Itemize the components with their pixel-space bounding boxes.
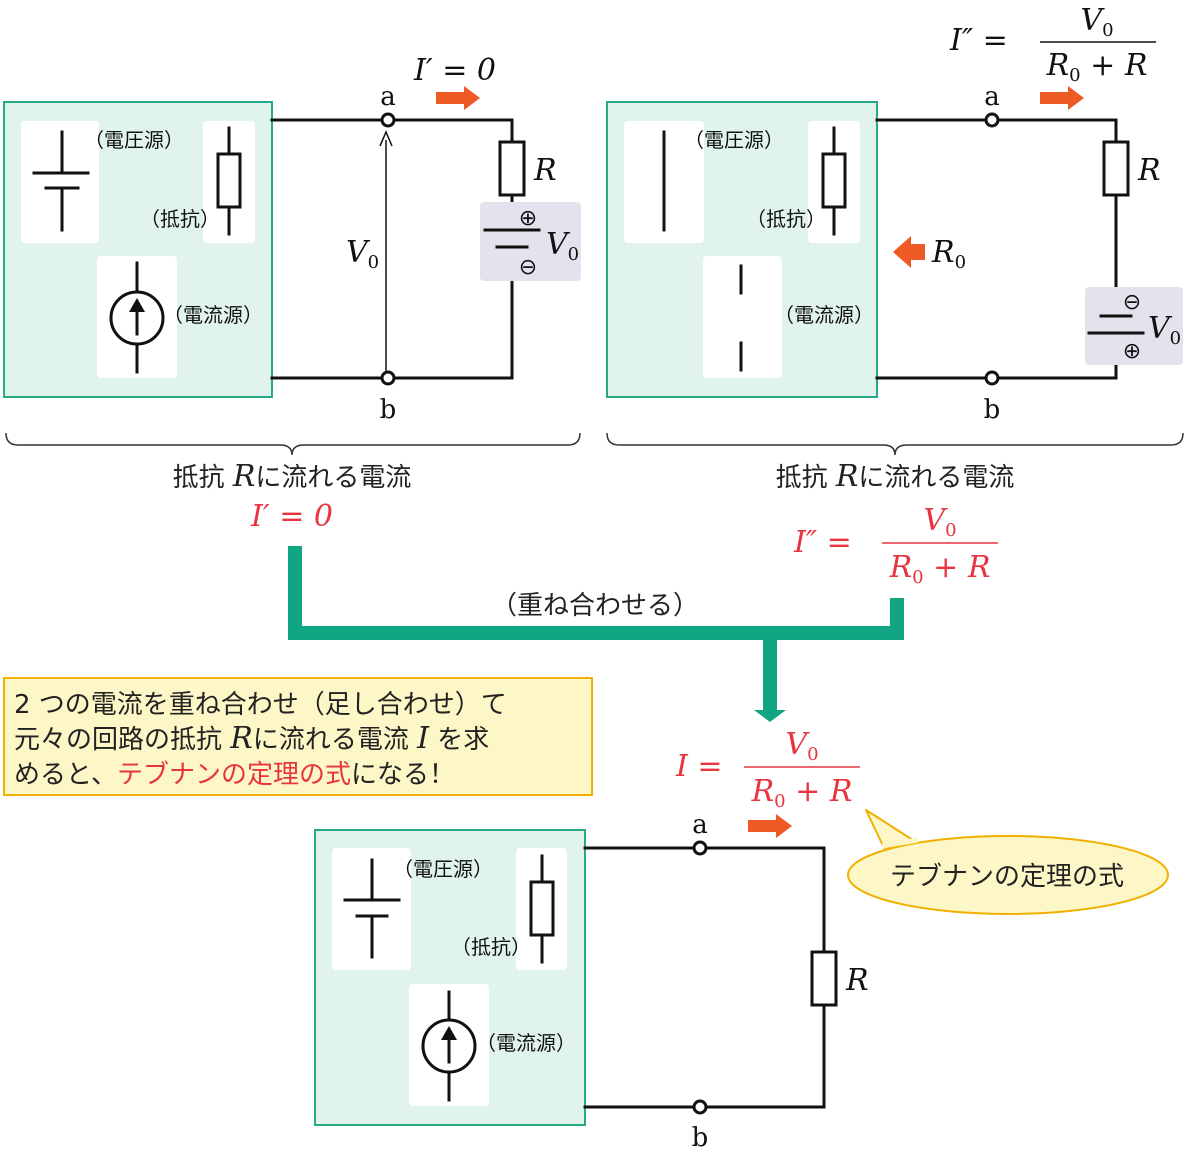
left-current-source-symbol: [109, 261, 165, 374]
right-resistor-label: （抵抗）: [746, 207, 826, 231]
right-current-arrow-icon: [1040, 86, 1084, 110]
final-eq-denominator: R0 + R: [751, 774, 853, 812]
left-current-source-label: （電流源）: [163, 303, 263, 327]
left-battery-minus: ⊖: [519, 255, 537, 280]
bottom-terminal-a-label: a: [692, 810, 708, 840]
right-top-equation: I″ = V0 R0 + R: [949, 3, 1156, 86]
right-battery-bg: [1085, 287, 1183, 365]
note-line3: めると、テブナンの定理の式になる！: [14, 760, 455, 790]
left-voltage-label: V0: [346, 235, 379, 273]
left-circuit: （電圧源） （抵抗） （電流源） a b: [3, 53, 581, 534]
right-terminal-a: [984, 112, 1000, 128]
bottom-load-resistor-label: R: [845, 963, 869, 998]
right-r0-label: R0: [931, 235, 966, 273]
right-caption: 抵抗 Rに流れる電流: [776, 459, 1015, 494]
right-battery-symbol: [1087, 314, 1145, 335]
left-battery-bg: [480, 202, 581, 281]
left-battery-label: V0: [546, 227, 579, 265]
left-resistor-symbol: [216, 126, 242, 236]
thevenin-bubble: テブナンの定理の式: [847, 809, 1169, 915]
merge-label: （重ね合わせる）: [491, 591, 699, 621]
right-voltage-source-label: （電圧源）: [684, 128, 784, 152]
right-brace: [606, 432, 1184, 456]
bottom-voltage-source-symbol: [343, 858, 401, 959]
right-current-source-label: （電流源）: [774, 303, 874, 327]
left-voltage-source-symbol: [32, 130, 90, 232]
final-eq-lhs: I =: [675, 749, 723, 784]
bottom-terminal-b-label: b: [692, 1123, 709, 1150]
left-wires: [270, 118, 514, 380]
bottom-resistor-symbol: [529, 854, 555, 964]
right-load-resistor: [1102, 140, 1130, 197]
right-result-lhs: I″ =: [793, 525, 852, 560]
bottom-terminal-a: [692, 840, 708, 856]
left-terminal-b-label: b: [380, 395, 397, 425]
bottom-load-resistor: [810, 950, 838, 1007]
bottom-voltage-source-label: （電圧源）: [393, 857, 493, 881]
right-circuit: （電圧源） （抵抗） （電流源） R0 a b: [606, 3, 1184, 588]
left-battery-symbol: [483, 228, 541, 249]
right-top-eq-lhs: I″ =: [949, 23, 1008, 58]
bottom-resistor-label: （抵抗）: [451, 935, 531, 959]
note-line1: 2 つの電流を重ね合わせ（足し合わせ）て: [14, 690, 507, 720]
left-voltage-source-panel: [21, 121, 99, 243]
bottom-terminal-b: [692, 1099, 708, 1115]
right-terminal-a-label: a: [984, 82, 1000, 112]
right-battery-plus: ⊕: [1123, 339, 1141, 364]
bottom-current-source-label: （電流源）: [476, 1031, 576, 1055]
left-result: I′ = 0: [250, 499, 333, 534]
bottom-current-source-symbol: [421, 990, 477, 1102]
right-wires: [875, 118, 1118, 380]
note-box: 2 つの電流を重ね合わせ（足し合わせ）て 元々の回路の抵抗 Rに流れる電流 I …: [3, 677, 593, 796]
right-battery-minus: ⊖: [1123, 290, 1141, 315]
left-resistor-label: （抵抗）: [140, 207, 220, 231]
final-equation: I = V0 R0 + R: [675, 727, 860, 812]
left-current-arrow-icon: [436, 86, 480, 110]
left-caption: 抵抗 Rに流れる電流: [173, 459, 412, 494]
bubble-text: テブナンの定理の式: [890, 862, 1124, 892]
left-brace: [5, 432, 581, 456]
left-current-label: I′ = 0: [413, 53, 496, 88]
left-voltage-source-label: （電圧源）: [84, 128, 184, 152]
right-resistor-symbol: [821, 126, 847, 236]
left-terminal-a-label: a: [380, 82, 396, 112]
right-result-equation: I″ = V0 R0 + R: [793, 503, 998, 588]
right-top-eq-numerator: V0: [1080, 3, 1113, 41]
left-terminal-a: [380, 112, 396, 128]
left-load-resistor-label: R: [533, 153, 557, 188]
merge-connector: [288, 546, 904, 722]
bottom-voltage-source-panel: [332, 848, 411, 970]
left-load-resistor: [498, 140, 526, 197]
right-current-source-panel: [703, 256, 782, 378]
bottom-current-arrow-icon: [748, 814, 792, 838]
right-terminal-b-label: b: [984, 395, 1001, 425]
left-terminal-b: [380, 370, 396, 386]
right-r0-arrow-icon: [893, 236, 925, 268]
final-eq-numerator: V0: [785, 727, 818, 765]
left-battery-plus: ⊕: [519, 206, 537, 231]
bottom-circuit: （電圧源） （抵抗） （電流源） a b R: [314, 810, 869, 1150]
right-load-resistor-label: R: [1137, 153, 1161, 188]
right-result-denominator: R0 + R: [889, 550, 991, 588]
bottom-wires: [583, 846, 826, 1109]
right-result-numerator: V0: [923, 503, 956, 541]
right-terminal-b: [984, 370, 1000, 386]
note-line2: 元々の回路の抵抗 Rに流れる電流 I を求: [14, 721, 489, 756]
right-top-eq-denominator: R0 + R: [1046, 48, 1148, 86]
right-battery-label: V0: [1148, 311, 1181, 349]
left-voltage-arrow: [379, 130, 393, 372]
